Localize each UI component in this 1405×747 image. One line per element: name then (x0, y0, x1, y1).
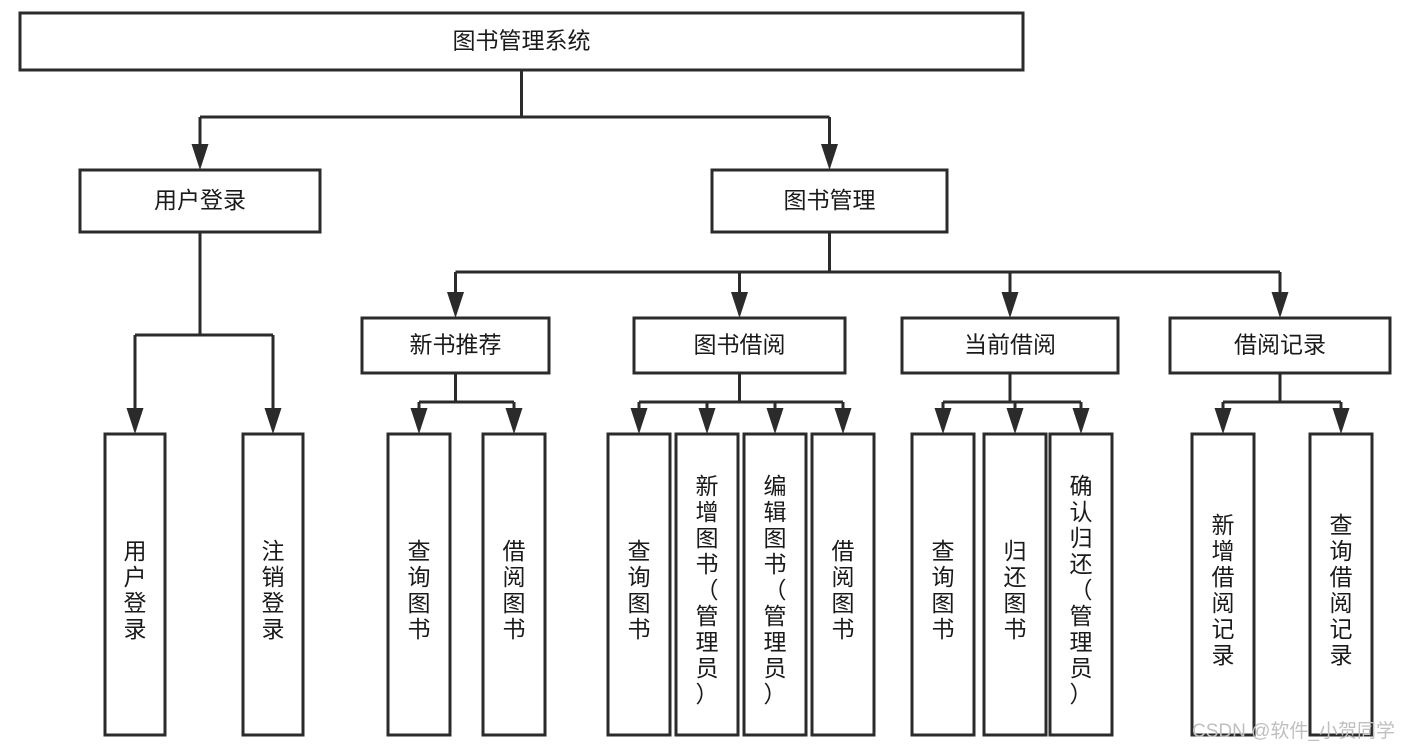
node-box-leaf-query-borrow-record[interactable] (1308, 432, 1374, 737)
node-label-leaf-query-book-1: 查询图书 (408, 538, 431, 642)
connector-layer (126, 70, 1350, 434)
node-label-leaf-add-book: 新增图书（管理员） (696, 473, 719, 707)
connector-user-login (126, 232, 282, 434)
node-box-leaf-borrow-book-2[interactable] (810, 432, 876, 737)
node-leaf-confirm-return[interactable]: 确认归还（管理员） (1048, 432, 1114, 737)
node-box-user-login[interactable] (78, 168, 322, 234)
node-layer: 图书管理系统用户登录图书管理新书推荐图书借阅当前借阅借阅记录用户登录注销登录查询… (18, 11, 1392, 737)
node-box-leaf-user-login[interactable] (103, 432, 167, 737)
node-box-leaf-borrow-book-1[interactable] (481, 432, 547, 737)
node-leaf-query-book-2[interactable]: 查询图书 (606, 432, 672, 737)
node-book-borrow[interactable]: 图书借阅 (632, 316, 847, 375)
node-box-leaf-query-book-3[interactable] (910, 432, 976, 737)
node-label-leaf-add-borrow-record: 新增借阅记录 (1212, 512, 1235, 668)
node-new-book-recommend[interactable]: 新书推荐 (360, 316, 551, 375)
connector-new-book-recommend (410, 373, 523, 434)
node-box-leaf-return-book[interactable] (982, 432, 1048, 737)
node-leaf-user-logout[interactable]: 注销登录 (241, 432, 305, 737)
node-leaf-borrow-book-2[interactable]: 借阅图书 (810, 432, 876, 737)
node-user-login[interactable]: 用户登录 (78, 168, 322, 234)
node-borrow-record[interactable]: 借阅记录 (1168, 316, 1392, 375)
node-label-leaf-query-book-2: 查询图书 (628, 538, 651, 642)
node-leaf-query-book-1[interactable]: 查询图书 (386, 432, 452, 737)
node-root[interactable]: 图书管理系统 (18, 11, 1025, 72)
node-leaf-add-book[interactable]: 新增图书（管理员） (674, 432, 740, 737)
node-leaf-borrow-book-1[interactable]: 借阅图书 (481, 432, 547, 737)
node-label-new-book-recommend: 新书推荐 (410, 332, 502, 358)
node-box-leaf-add-borrow-record[interactable] (1190, 432, 1256, 737)
node-box-leaf-edit-book[interactable] (742, 432, 808, 737)
node-label-leaf-user-logout: 注销登录 (262, 538, 285, 642)
node-box-root[interactable] (18, 11, 1025, 72)
node-box-leaf-user-logout[interactable] (241, 432, 305, 737)
node-leaf-query-borrow-record[interactable]: 查询借阅记录 (1308, 432, 1374, 737)
node-box-borrow-record[interactable] (1168, 316, 1392, 375)
node-box-current-borrow[interactable] (900, 316, 1120, 375)
node-current-borrow[interactable]: 当前借阅 (900, 316, 1120, 375)
node-label-leaf-query-borrow-record: 查询借阅记录 (1330, 512, 1353, 668)
node-box-book-manage[interactable] (710, 168, 949, 234)
node-label-leaf-borrow-book-1: 借阅图书 (503, 538, 526, 642)
node-box-leaf-query-book-1[interactable] (386, 432, 452, 737)
node-label-book-manage: 图书管理 (784, 187, 876, 213)
connector-borrow-record (1214, 373, 1350, 434)
watermark-label: CSDN @软件_小贺同学 (1192, 721, 1395, 742)
node-box-new-book-recommend[interactable] (360, 316, 551, 375)
node-label-leaf-return-book: 归还图书 (1004, 538, 1027, 642)
node-label-leaf-confirm-return: 确认归还（管理员） (1070, 473, 1093, 707)
node-label-borrow-record: 借阅记录 (1234, 332, 1326, 358)
connector-current-borrow (934, 373, 1090, 434)
node-leaf-return-book[interactable]: 归还图书 (982, 432, 1048, 737)
node-book-manage[interactable]: 图书管理 (710, 168, 949, 234)
connector-root (191, 70, 838, 170)
node-label-root: 图书管理系统 (453, 28, 591, 54)
node-label-leaf-edit-book: 编辑图书（管理员） (764, 473, 787, 707)
node-label-leaf-query-book-3: 查询图书 (932, 538, 955, 642)
node-label-user-login: 用户登录 (154, 187, 246, 213)
node-box-book-borrow[interactable] (632, 316, 847, 375)
connector-book-manage (447, 232, 1289, 318)
node-leaf-edit-book[interactable]: 编辑图书（管理员） (742, 432, 808, 737)
node-label-current-borrow: 当前借阅 (964, 332, 1056, 358)
node-leaf-user-login[interactable]: 用户登录 (103, 432, 167, 737)
node-box-leaf-confirm-return[interactable] (1048, 432, 1114, 737)
connector-book-borrow (630, 373, 852, 434)
node-label-leaf-user-login: 用户登录 (124, 538, 147, 642)
node-box-leaf-query-book-2[interactable] (606, 432, 672, 737)
node-leaf-query-book-3[interactable]: 查询图书 (910, 432, 976, 737)
node-label-leaf-borrow-book-2: 借阅图书 (832, 538, 855, 642)
node-box-leaf-add-book[interactable] (674, 432, 740, 737)
node-leaf-add-borrow-record[interactable]: 新增借阅记录 (1190, 432, 1256, 737)
node-label-book-borrow: 图书借阅 (694, 332, 786, 358)
